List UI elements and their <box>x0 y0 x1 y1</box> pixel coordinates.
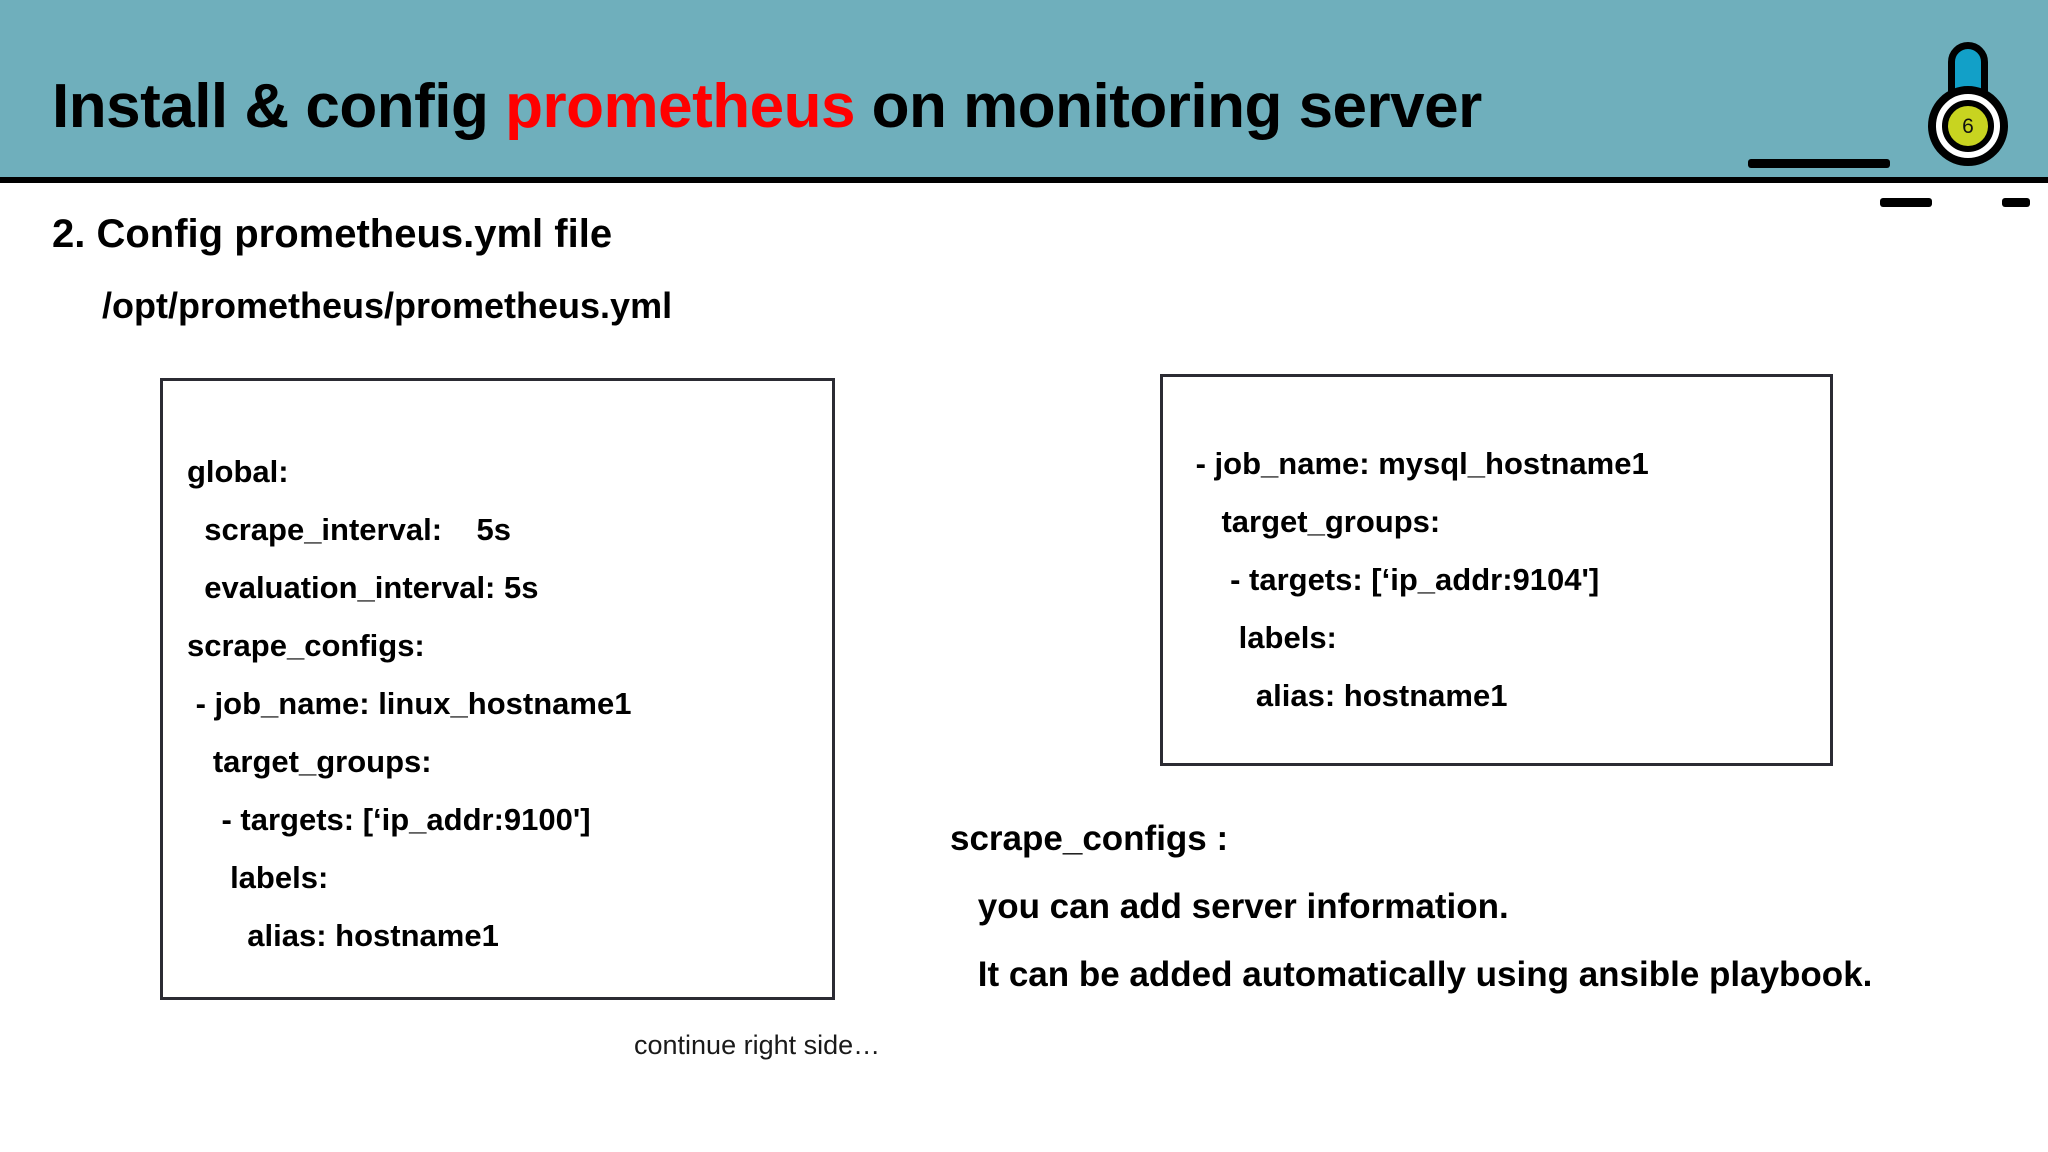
code-line: target_groups: <box>187 744 432 779</box>
note-line: It can be added automatically using ansi… <box>968 955 1873 994</box>
code-left-lines: global: scrape_interval: 5s evaluation_i… <box>187 443 631 965</box>
section-heading: 2. Config prometheus.yml file <box>52 212 613 256</box>
notes-block: scrape_configs : you can add server info… <box>950 805 1970 1009</box>
code-line: alias: hostname1 <box>1187 678 1508 713</box>
code-line: - job_name: linux_hostname1 <box>187 686 632 721</box>
code-line: scrape_configs: <box>187 628 425 663</box>
header-band <box>0 0 2048 177</box>
page-number-badge: 6 <box>1942 100 1994 152</box>
note-line: you can add server information. <box>968 887 1509 926</box>
decorative-dash-upper <box>1748 159 1890 168</box>
page-title: Install & config prometheus on monitorin… <box>52 71 1483 141</box>
code-line: labels: <box>187 860 329 895</box>
code-line: - targets: [‘ip_addr:9100'] <box>187 802 591 837</box>
code-line: target_groups: <box>1187 504 1441 539</box>
target-ring-icon <box>1928 86 2008 166</box>
continue-note: continue right side… <box>634 1030 881 1060</box>
code-right-lines: - job_name: mysql_hostname1 target_group… <box>1187 435 1649 725</box>
page-title-prefix: Install & config <box>52 71 506 141</box>
code-line: global: <box>187 454 289 489</box>
code-line: labels: <box>1187 620 1337 655</box>
page-title-accent: prometheus <box>505 71 855 141</box>
code-line: - targets: [‘ip_addr:9104'] <box>1187 562 1600 597</box>
page-title-suffix: on monitoring server <box>854 71 1483 141</box>
code-line: - job_name: mysql_hostname1 <box>1187 446 1649 481</box>
note-line: scrape_configs : <box>950 819 1229 858</box>
code-line: evaluation_interval: 5s <box>187 570 539 605</box>
code-line: alias: hostname1 <box>187 918 499 953</box>
decorative-dash-lower-right <box>2002 198 2030 207</box>
config-file-path: /opt/prometheus/prometheus.yml <box>102 285 673 326</box>
decorative-dash-lower-left <box>1880 198 1932 207</box>
code-box-right: - job_name: mysql_hostname1 target_group… <box>1160 374 1833 766</box>
header-divider-rule <box>0 177 2048 183</box>
code-box-left: global: scrape_interval: 5s evaluation_i… <box>160 378 835 1000</box>
code-line: scrape_interval: 5s <box>187 512 511 547</box>
page-number-marker: 6 <box>1906 22 2046 222</box>
